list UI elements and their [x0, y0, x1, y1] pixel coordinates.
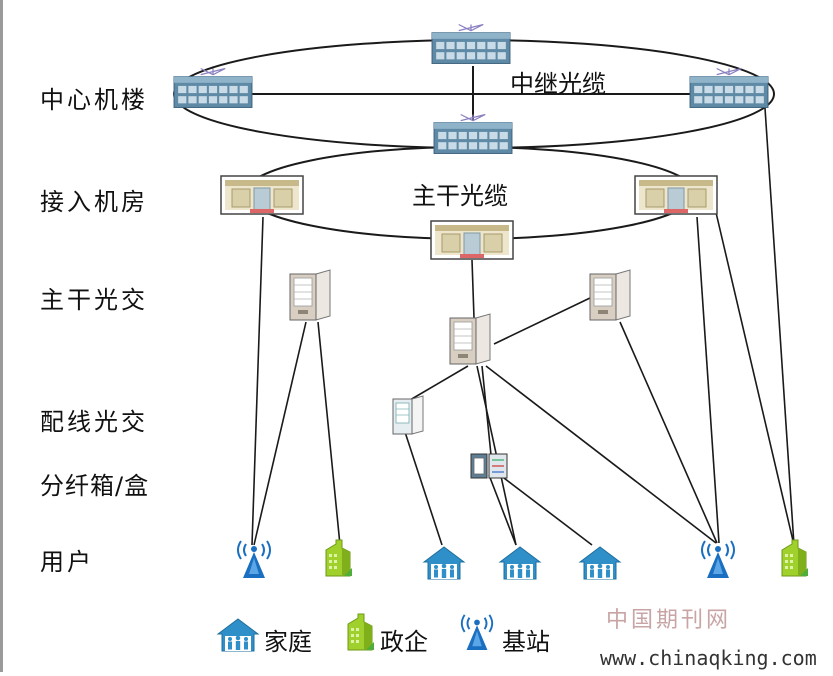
watermark-site-name: 中国期刊网: [606, 608, 732, 633]
legend-enterprise-icon: [347, 613, 375, 651]
link-distribution-home-left: [404, 431, 443, 546]
link-cross-left-enterprise: [317, 321, 341, 546]
access-room-left: [220, 175, 304, 215]
legend-enterprise-label: 政企: [380, 628, 428, 656]
link-cross-center-splitbox: [481, 365, 492, 456]
link-server-right-enterprise: [764, 107, 795, 546]
link-cross-center-distribution: [409, 365, 469, 401]
user-enterprise-left: [325, 539, 353, 577]
label-center-building: 中心机楼: [40, 86, 148, 114]
link-splitbox-home-right: [499, 474, 593, 546]
link-cross-center-right: [493, 297, 591, 345]
server-center-right: [689, 67, 769, 109]
link-room-right-enterprise: [713, 203, 795, 546]
trunk-cross-left: [289, 269, 331, 321]
trunk-cross-center: [449, 313, 491, 365]
label-distribution-cross: 配线光交: [40, 408, 148, 436]
link-main-room-trunk-cross: [471, 259, 475, 319]
legend-base-station-icon: [460, 613, 494, 651]
user-home-3: [579, 546, 621, 580]
server-center-left: [173, 67, 253, 109]
connection-lines: [251, 107, 795, 546]
user-tower-left: [237, 540, 271, 579]
trunk-cross-right: [589, 269, 631, 321]
link-cross-center-tower-right: [485, 365, 717, 544]
label-access-room: 接入机房: [40, 188, 148, 216]
link-cross-left-tower: [253, 321, 307, 546]
link-cross-right-tower: [619, 321, 718, 544]
access-room-right: [634, 175, 718, 215]
user-home-2: [499, 546, 541, 580]
server-center-top: [431, 23, 511, 65]
access-room-bottom: [430, 220, 514, 260]
user-tower-right: [701, 540, 735, 579]
split-box: [470, 453, 508, 479]
label-trunk-cross: 主干光交: [40, 286, 148, 314]
trunk-cable-label: 主干光缆: [412, 182, 508, 210]
legend-home-label: 家庭: [264, 628, 312, 656]
distribution-cross: [392, 395, 424, 435]
left-edge-bar: [0, 0, 3, 672]
watermark-url: www.chinaqking.com: [600, 646, 817, 670]
legend-base-station-label: 基站: [502, 628, 550, 656]
label-split-box: 分纤箱/盒: [40, 472, 150, 500]
link-room-right-tower: [696, 216, 720, 544]
link-splitbox-home-mid: [488, 474, 517, 546]
relay-cable-label: 中继光缆: [510, 70, 606, 98]
user-enterprise-right: [781, 539, 809, 577]
user-home-1: [423, 546, 465, 580]
legend-home-icon: [217, 618, 259, 652]
link-room-left-tower: [251, 216, 264, 546]
server-center-bottom: [433, 113, 513, 155]
label-user: 用户: [40, 548, 94, 576]
